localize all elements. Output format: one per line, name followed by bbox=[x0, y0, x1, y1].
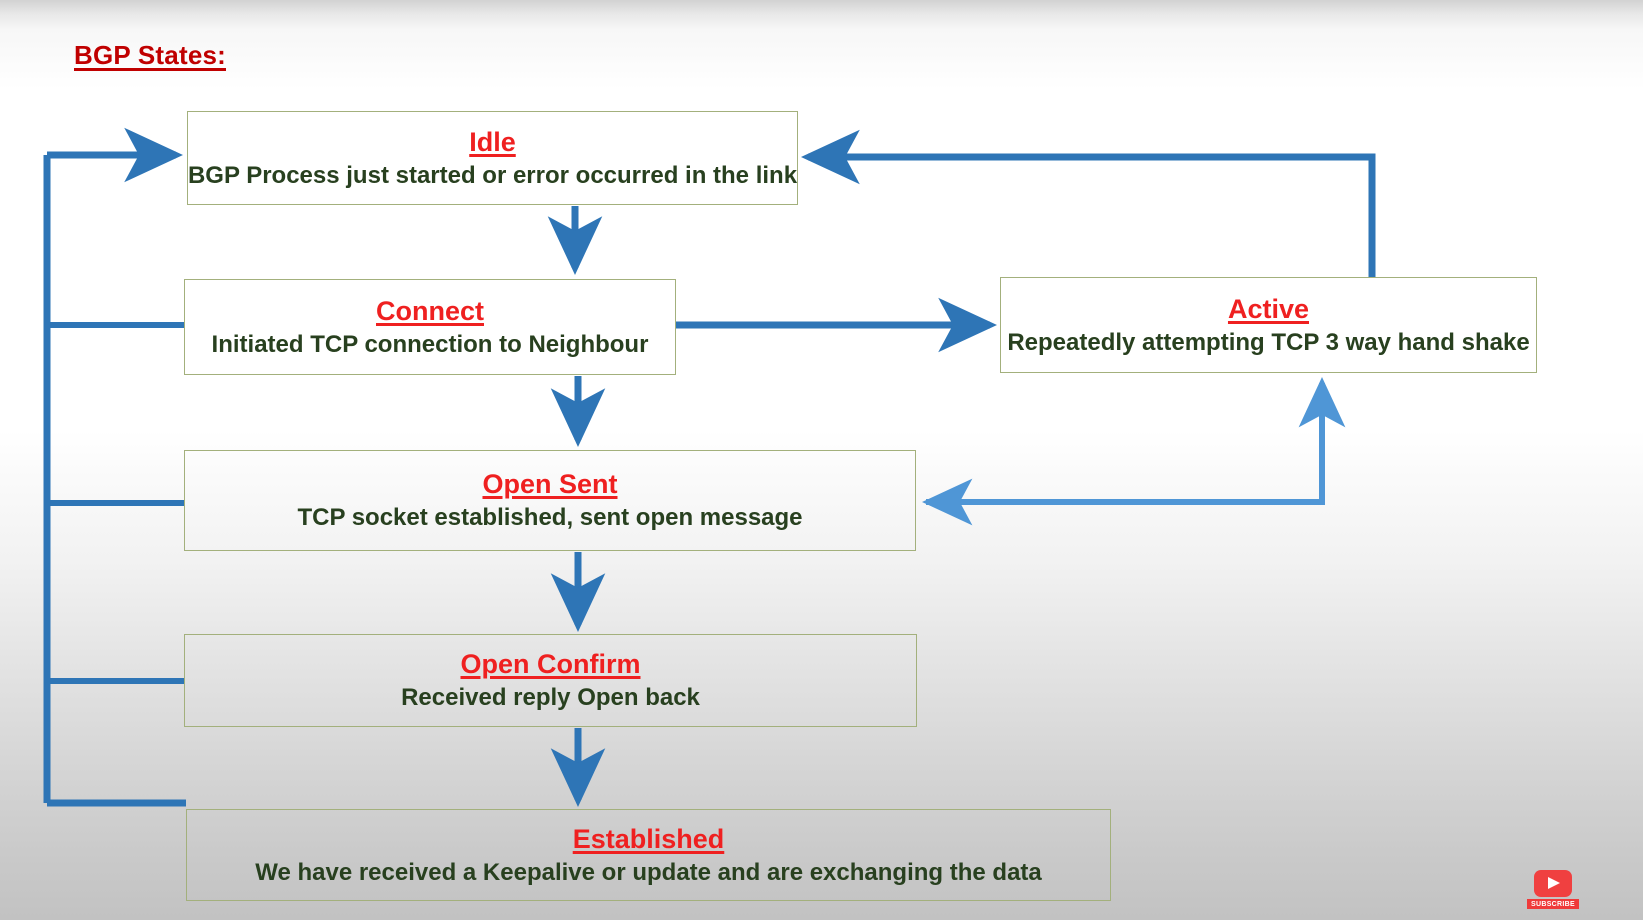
state-box-open-confirm[interactable]: Open Confirm Received reply Open back bbox=[184, 634, 917, 727]
state-description-idle: BGP Process just started or error occurr… bbox=[187, 161, 798, 189]
state-box-connect[interactable]: Connect Initiated TCP connection to Neig… bbox=[184, 279, 676, 375]
arrow-active-to-idle bbox=[801, 129, 1376, 277]
state-box-established[interactable]: Established We have received a Keepalive… bbox=[186, 809, 1111, 901]
state-box-open-sent[interactable]: Open Sent TCP socket established, sent o… bbox=[184, 450, 916, 551]
state-name-open-confirm: Open Confirm bbox=[460, 649, 641, 680]
page-title: BGP States: bbox=[74, 40, 226, 70]
state-description-established: We have received a Keepalive or update a… bbox=[255, 858, 1042, 886]
youtube-play-icon[interactable] bbox=[1534, 870, 1572, 897]
subscribe-label[interactable]: SUBSCRIBE bbox=[1527, 899, 1579, 909]
state-description-open-confirm: Received reply Open back bbox=[401, 684, 700, 712]
state-description-open-sent: TCP socket established, sent open messag… bbox=[297, 504, 803, 532]
state-description-active: Repeatedly attempting TCP 3 way hand sha… bbox=[1007, 328, 1530, 356]
state-box-active[interactable]: Active Repeatedly attempting TCP 3 way h… bbox=[1000, 277, 1537, 373]
state-name-established: Established bbox=[572, 823, 725, 854]
arrow-opensent-to-active bbox=[926, 377, 1346, 505]
state-description-connect: Initiated TCP connection to Neighbour bbox=[211, 330, 649, 358]
state-name-connect: Connect bbox=[376, 295, 484, 326]
state-name-active: Active bbox=[1227, 293, 1310, 324]
state-name-idle: Idle bbox=[469, 126, 516, 157]
left-return-bus bbox=[43, 127, 186, 807]
youtube-subscribe-watermark[interactable]: SUBSCRIBE bbox=[1527, 870, 1579, 909]
state-box-idle[interactable]: Idle BGP Process just started or error o… bbox=[187, 111, 798, 205]
state-name-open-sent: Open Sent bbox=[482, 469, 618, 500]
